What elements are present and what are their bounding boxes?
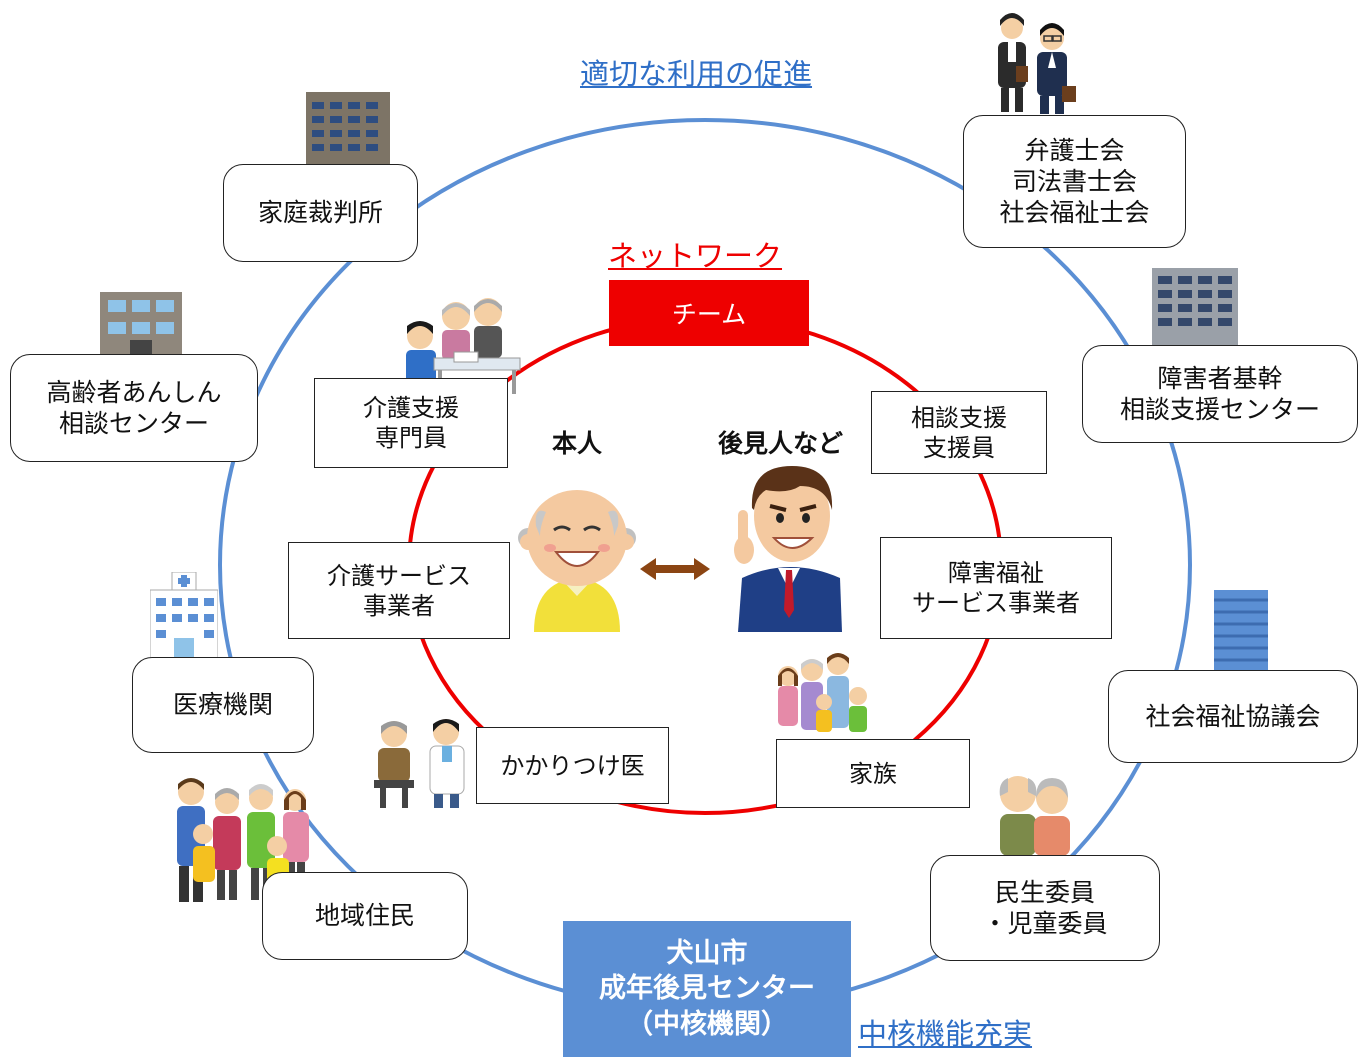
care-service-line-1: 介護サービス: [327, 561, 471, 590]
elderly-man-icon: [518, 490, 636, 632]
office-building-icon: [306, 92, 390, 166]
welfare-commissioner-line-1: 民生委員: [994, 877, 1095, 907]
outer-link-label[interactable]: 適切な利用の促進: [580, 57, 813, 91]
consult-support-line-1: 相談支援: [911, 403, 1007, 432]
center-line-2: 成年後見センター: [599, 973, 815, 1005]
lawyer-pair-icon: [998, 13, 1076, 114]
disability-service-line-2: サービス事業者: [912, 589, 1080, 617]
blue-tower-icon: [1214, 590, 1268, 670]
disability-center-line-2: 相談支援センター: [1119, 395, 1320, 424]
social-council-label: 社会福祉協議会: [1145, 701, 1321, 731]
family-group-icon: [778, 653, 867, 732]
inner-link-label[interactable]: ネットワーク: [608, 239, 783, 273]
disability-center-line-1: 障害者基幹: [1157, 363, 1283, 393]
residents-node[interactable]: 地域住民: [262, 872, 468, 960]
care-manager-line-2: 専門員: [375, 424, 447, 452]
medical-label: 医療機関: [172, 690, 273, 720]
elderly-center-line-1: 高齢者あんしん: [46, 377, 222, 407]
care-manager-line-1: 介護支援: [363, 394, 459, 422]
team-box: チーム: [609, 280, 809, 346]
bottom-link-label[interactable]: 中核機能充実: [858, 1017, 1033, 1051]
tall-building-icon: [1152, 268, 1238, 346]
hospital-icon: [150, 572, 218, 658]
center-box[interactable]: 犬山市 成年後見センター （中核機関）: [563, 921, 851, 1057]
guardian-label: 後見人など: [718, 429, 844, 458]
elderly-center-line-2: 相談センター: [58, 409, 209, 438]
consult-support-line-2: 支援員: [923, 433, 995, 462]
disability-service-line-1: 障害福祉: [948, 559, 1044, 587]
disability-center-node[interactable]: 障害者基幹 相談支援センター: [1082, 345, 1358, 443]
center-line-3: （中核機関）: [626, 1008, 788, 1040]
family-doctor-node[interactable]: かかりつけ医: [476, 727, 669, 804]
family-node[interactable]: 家族: [776, 739, 970, 808]
care-consultation-icon: [406, 298, 521, 394]
care-manager-node[interactable]: 介護支援 専門員: [314, 378, 508, 468]
medical-node[interactable]: 医療機関: [132, 657, 314, 753]
team-label: チーム: [671, 300, 747, 329]
social-council-node[interactable]: 社会福祉協議会: [1108, 670, 1358, 763]
doctor-patient-icon: [374, 719, 465, 808]
family-court-node[interactable]: 家庭裁判所: [223, 164, 418, 262]
care-service-node[interactable]: 介護サービス 事業者: [288, 542, 510, 639]
care-service-line-2: 事業者: [363, 591, 435, 620]
elderly-center-node[interactable]: 高齢者あんしん 相談センター: [10, 354, 258, 462]
lawyers-node[interactable]: 弁護士会 司法書士会 社会福祉士会: [963, 115, 1186, 248]
businessman-icon: [734, 466, 842, 632]
elderly-couple-icon: [999, 776, 1070, 856]
family-doctor-label: かかりつけ医: [500, 751, 645, 780]
family-court-label: 家庭裁判所: [257, 198, 383, 228]
family-label: 家族: [849, 759, 897, 788]
welfare-commissioner-line-2: ・児童委員: [982, 909, 1108, 938]
lawyers-line-2: 司法書士会: [1011, 166, 1137, 196]
double-arrow-icon: [640, 558, 710, 580]
welfare-commissioner-node[interactable]: 民生委員 ・児童委員: [930, 855, 1160, 961]
lawyers-line-3: 社会福祉士会: [999, 198, 1150, 228]
consult-support-node[interactable]: 相談支援 支援員: [871, 391, 1047, 474]
disability-service-node[interactable]: 障害福祉 サービス事業者: [880, 537, 1112, 639]
center-line-1: 犬山市: [666, 938, 748, 970]
residents-label: 地域住民: [314, 901, 415, 931]
small-building-icon: [100, 292, 182, 354]
principal-label: 本人: [552, 429, 603, 458]
lawyers-line-1: 弁護士会: [1024, 135, 1125, 165]
crowd-of-residents-icon: [177, 778, 309, 902]
